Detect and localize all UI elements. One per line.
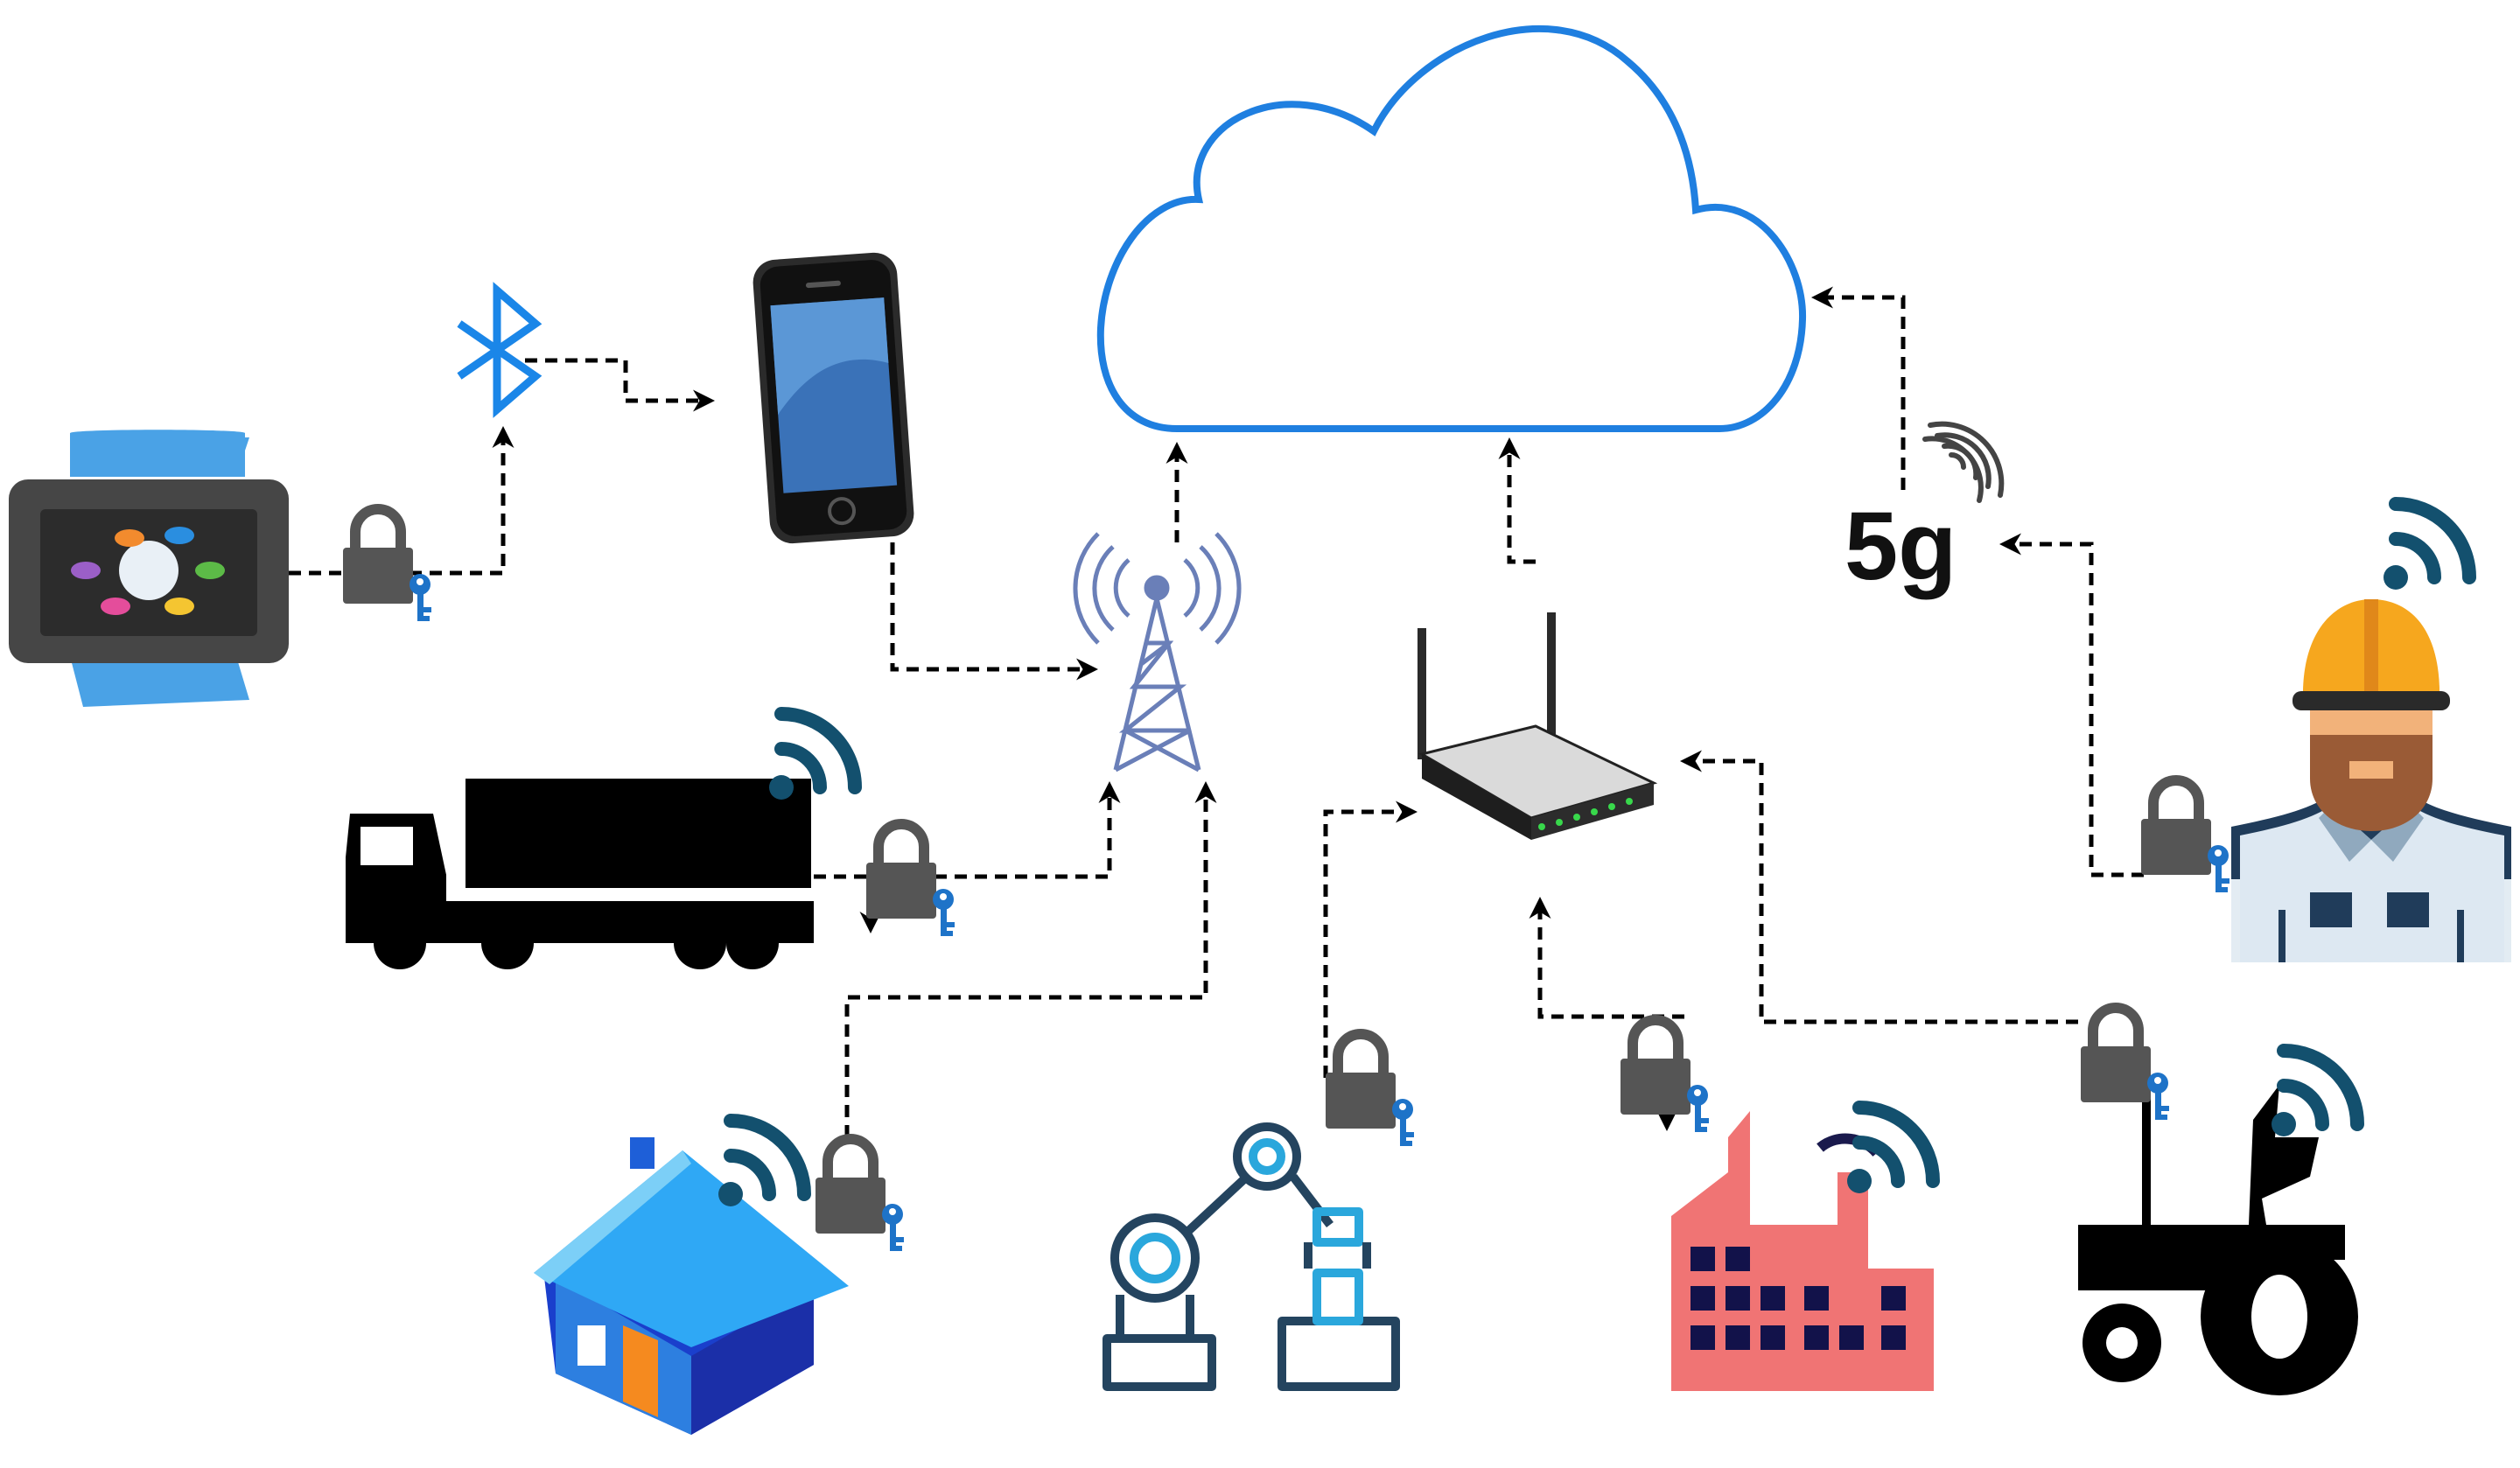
- edge-phone-tower: [890, 542, 1098, 681]
- bluetooth-icon: [457, 282, 542, 418]
- tractor-icon: [2078, 1067, 2358, 1395]
- truck-lock-icon: [866, 824, 955, 936]
- wifi-router-icon: [1418, 612, 1658, 840]
- edge-house-tower: [844, 781, 1217, 1137]
- watch-lock-icon: [343, 509, 431, 621]
- robot-arm-icon: [1102, 1122, 1400, 1391]
- network-5g-label: 5g: [1844, 493, 1956, 600]
- house-signal-icon: [718, 1121, 804, 1206]
- robot-lock-icon: [1326, 1034, 1414, 1146]
- worker-signal-icon: [2384, 504, 2469, 590]
- tractor-lock-icon: [2081, 1008, 2169, 1120]
- edge-router-cloud: [1498, 437, 1536, 564]
- tractor-signal-icon: [2272, 1051, 2357, 1136]
- truck-signal-icon: [769, 714, 855, 800]
- edge-robot-router: [1323, 800, 1418, 1078]
- edge-5g-cloud: [1811, 286, 1906, 490]
- edge-worker-5g: [1999, 533, 2144, 877]
- smartphone-icon: [752, 252, 914, 544]
- smartwatch-icon: [9, 430, 289, 707]
- edge-bluetooth-phone: [525, 358, 715, 412]
- house-icon: [534, 1137, 849, 1435]
- house-lock-icon: [816, 1139, 904, 1251]
- edge-truck-tower: [814, 781, 1121, 879]
- edge-factory-router: [1529, 897, 1684, 1019]
- truck-icon: [346, 779, 814, 969]
- connectors: [289, 286, 2144, 1137]
- edge-tractor-router: [1680, 750, 2078, 1024]
- 5g-signal-icon: 5g: [1844, 421, 2005, 600]
- cloud-icon: [1096, 25, 1807, 432]
- factory-signal-icon: [1847, 1108, 1933, 1193]
- cell-tower-icon: [1073, 532, 1242, 772]
- worker-lock-icon: [2141, 780, 2230, 892]
- worker-icon: [2231, 599, 2511, 962]
